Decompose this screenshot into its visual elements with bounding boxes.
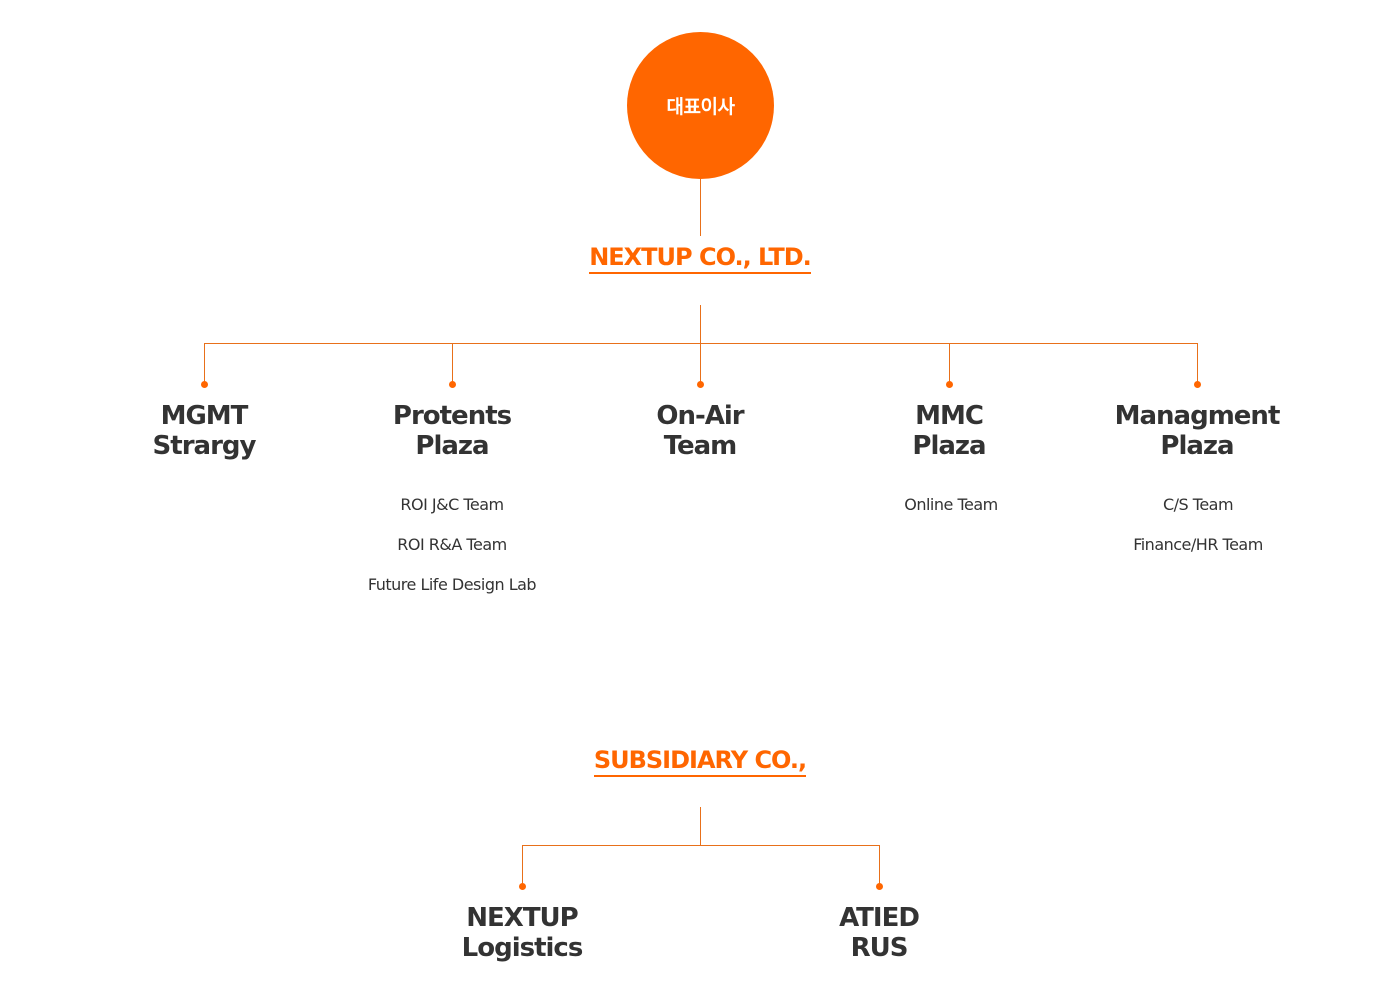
team-list-protents-plaza: ROI J&C Team ROI R&A Team Future Life De…: [332, 495, 572, 615]
department-name-line2: Strargy: [152, 431, 257, 461]
department-name-line1: Protents: [392, 401, 512, 431]
subsidiary-name-line1: ATIED: [839, 903, 920, 933]
subsidiary-name: SUBSIDIARY CO.,: [593, 746, 807, 777]
ceo-connector-line: [700, 179, 701, 236]
subsidiary-bus-line: [522, 845, 880, 846]
department-drop-line: [204, 343, 205, 382]
subsidiary-name-line2: Logistics: [461, 933, 584, 963]
subsidiary-dot: [519, 883, 526, 890]
department-dot: [201, 381, 208, 388]
department-drop-line: [1197, 343, 1198, 382]
department-protents-plaza: Protents Plaza: [332, 401, 572, 461]
subsidiary-nextup-logistics: NEXTUP Logistics: [402, 903, 642, 963]
department-bus-line: [204, 343, 1198, 344]
department-name-line2: Plaza: [1160, 431, 1234, 461]
department-drop-line: [452, 343, 453, 382]
department-dot: [449, 381, 456, 388]
team-list-managment-plaza: C/S Team Finance/HR Team: [1078, 495, 1318, 575]
ceo-node: 대표이사: [627, 32, 774, 179]
team-item: ROI R&A Team: [397, 535, 507, 554]
department-mmc-plaza: MMC Plaza: [829, 401, 1069, 461]
department-mgmt-strategy: MGMT Strargy: [84, 401, 324, 461]
team-item: Online Team: [904, 495, 998, 514]
subsidiary-dot: [876, 883, 883, 890]
subsidiary-connector-line: [700, 807, 701, 845]
company-connector-line: [700, 305, 701, 343]
department-on-air-team: On-Air Team: [580, 401, 820, 461]
subsidiary-drop-line: [879, 845, 880, 884]
department-dot: [1194, 381, 1201, 388]
subsidiary-name-line2: RUS: [850, 933, 909, 963]
subsidiary-drop-line: [522, 845, 523, 884]
team-item: Future Life Design Lab: [367, 575, 537, 594]
department-drop-line: [700, 343, 701, 382]
company-name: NEXTUP CO., LTD.: [589, 243, 812, 274]
department-name-line1: MGMT: [160, 401, 249, 431]
department-name-line2: Plaza: [415, 431, 489, 461]
department-drop-line: [949, 343, 950, 382]
team-list-mmc-plaza: Online Team: [831, 495, 1071, 535]
department-name-line2: Team: [663, 431, 738, 461]
team-item: ROI J&C Team: [400, 495, 504, 514]
team-item: C/S Team: [1162, 495, 1234, 514]
ceo-label: 대표이사: [666, 96, 735, 118]
team-item: Finance/HR Team: [1133, 535, 1263, 554]
subsidiary-title: SUBSIDIARY CO.,: [450, 746, 950, 777]
department-dot: [697, 381, 704, 388]
department-dot: [946, 381, 953, 388]
department-name-line1: Managment: [1114, 401, 1281, 431]
company-title: NEXTUP CO., LTD.: [450, 243, 950, 274]
department-managment-plaza: Managment Plaza: [1077, 401, 1317, 461]
department-name-line1: On-Air: [656, 401, 744, 431]
subsidiary-name-line1: NEXTUP: [466, 903, 578, 933]
department-name-line2: Plaza: [912, 431, 986, 461]
department-name-line1: MMC: [915, 401, 984, 431]
subsidiary-atied-rus: ATIED RUS: [759, 903, 999, 963]
